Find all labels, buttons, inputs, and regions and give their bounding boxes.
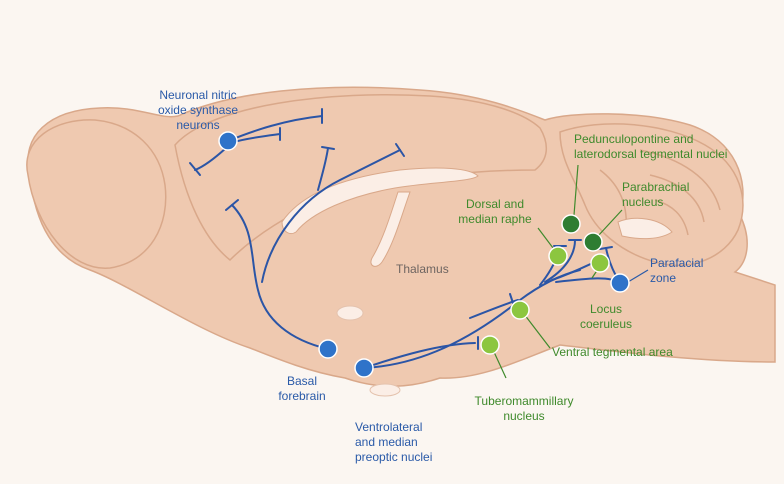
optic-chiasm-spot (370, 384, 400, 396)
label-nnos: Neuronal nitric oxide synthase neurons (133, 88, 263, 133)
label-parabrachial: Parabrachial nucleus (622, 180, 712, 210)
node-basal-forebrain (319, 340, 337, 358)
label-locus-coeruleus: Locus coeruleus (566, 302, 646, 332)
label-ppt-ldt: Pedunculopontine and laterodorsal tegmen… (574, 132, 774, 162)
region-label-thalamus: Thalamus (396, 262, 449, 277)
node-vta (511, 301, 529, 319)
node-vlpo (355, 359, 373, 377)
label-vta: Ventral tegmental area (552, 345, 712, 360)
label-basal-forebrain: Basal forebrain (262, 374, 342, 404)
label-vlpo: Ventrolateral and median preoptic nuclei (355, 420, 465, 465)
label-raphe: Dorsal and median raphe (440, 197, 550, 227)
node-ppt-ldt (562, 215, 580, 233)
label-tmn: Tuberomammillary nucleus (454, 394, 594, 424)
node-raphe (549, 247, 567, 265)
label-parafacial: Parafacial zone (650, 256, 720, 286)
node-parabrachial (584, 233, 602, 251)
olfactory-bulb (27, 120, 166, 268)
node-locus-coeruleus (591, 254, 609, 272)
node-nnos (219, 132, 237, 150)
pituitary-spot (337, 306, 363, 320)
node-tmn (481, 336, 499, 354)
node-parafacial (611, 274, 629, 292)
